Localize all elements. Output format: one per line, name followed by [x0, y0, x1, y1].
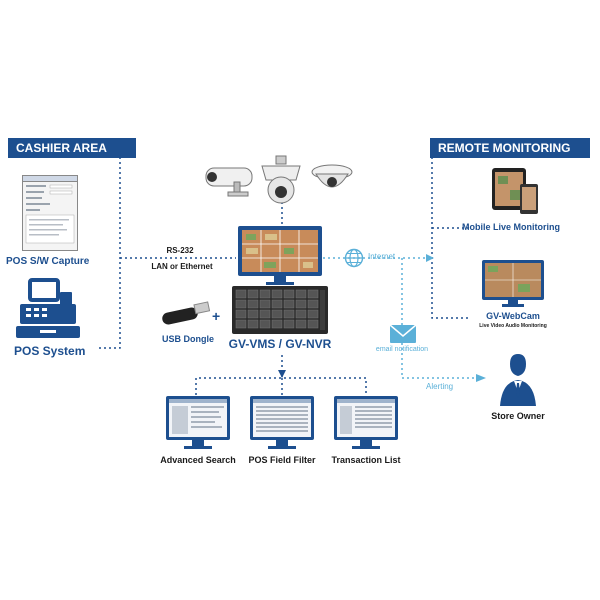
- email-notification-label: email notification: [375, 346, 429, 353]
- lan-label: LAN or Ethernet: [151, 262, 213, 271]
- pos-capture-window: [22, 175, 78, 251]
- webcam-sublabel: Live Video Audio Monitoring: [479, 323, 547, 329]
- cashier-bracket-line: [98, 157, 121, 349]
- bullet-camera-icon: [205, 167, 253, 197]
- alert-arrowhead: [476, 374, 486, 382]
- remote-site-header: REMOTE MONITORING SITE: [430, 138, 590, 175]
- usb-dongle-icon: [162, 301, 211, 325]
- internet-arrowhead: [426, 254, 434, 262]
- pos-register-icon: [16, 278, 80, 338]
- email-icon: [389, 324, 417, 343]
- central-monitor: [238, 226, 322, 285]
- nvr-server: [232, 286, 328, 334]
- rs232-label: RS-232: [166, 246, 194, 255]
- vms-down-arrowhead: [278, 370, 286, 378]
- dome-camera-icon: [311, 164, 353, 188]
- transaction-list-label: Transaction List: [331, 455, 401, 465]
- pos-capture-label: POS S/W Capture: [6, 256, 90, 267]
- vms-label: GV-VMS / GV-NVR: [228, 337, 332, 351]
- alert-line: [401, 258, 478, 379]
- ptz-camera-icon: [261, 155, 301, 204]
- store-owner-icon: [500, 354, 536, 406]
- mobile-devices-icon: [492, 168, 538, 214]
- pos-field-filter-monitor: [250, 396, 314, 449]
- mobile-monitoring-label: Mobile Live Monitoring: [462, 222, 560, 232]
- remote-bracket-line: [431, 157, 470, 319]
- remote-site-header-text: REMOTE MONITORING SITE: [438, 141, 571, 175]
- internet-label: Internet: [368, 252, 396, 261]
- cashier-area-header-text: CASHIER AREA: [16, 141, 107, 155]
- globe-icon: [344, 248, 364, 268]
- cashier-area-header: CASHIER AREA: [8, 138, 136, 158]
- pos-system-label: POS System: [14, 344, 86, 358]
- alerting-label: Alerting: [426, 382, 454, 391]
- pos-field-filter-label: POS Field Filter: [248, 455, 316, 465]
- cameras-group: [205, 155, 353, 204]
- advanced-search-label: Advanced Search: [160, 455, 236, 465]
- transaction-list-monitor: [334, 396, 398, 449]
- plus-sign: +: [212, 308, 221, 324]
- store-owner-label: Store Owner: [491, 411, 545, 421]
- webcam-label: GV-WebCam: [486, 311, 540, 321]
- advanced-search-monitor: [166, 396, 230, 449]
- webcam-monitor-icon: [482, 260, 544, 307]
- usb-dongle-label: USB Dongle: [162, 334, 215, 344]
- tools-branch-line: [195, 377, 367, 395]
